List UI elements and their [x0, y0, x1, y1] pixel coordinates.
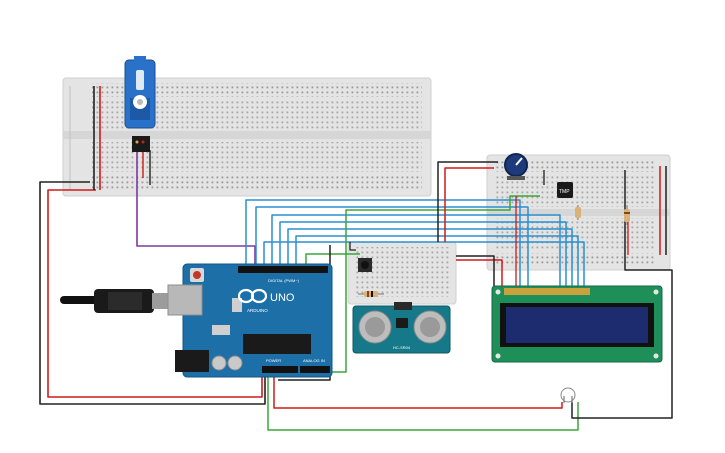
wires	[39, 86, 673, 431]
tilt-sensor[interactable]	[560, 387, 576, 403]
arduino-model-label: UNO	[270, 292, 295, 304]
usb-cable	[60, 289, 182, 313]
digital-header-label: DIGITAL (PWM~)	[268, 278, 300, 283]
arduino-logo	[237, 288, 268, 304]
ultrasonic-sensor[interactable]: HC-SR04	[352, 302, 451, 354]
left-breadboard[interactable]	[62, 77, 432, 197]
resistor-right-board	[624, 205, 630, 225]
analog-header-label: ANALOG IN	[303, 358, 325, 363]
temperature-sensor[interactable]: TMP	[557, 182, 573, 198]
potentiometer[interactable]	[504, 153, 528, 180]
resistor-small-board	[358, 291, 384, 297]
arduino-brand-label: ARDUINO	[247, 308, 268, 313]
resistor-top-right	[575, 205, 581, 220]
lcd-display[interactable]	[491, 285, 663, 363]
arduino-uno[interactable]: UNO ARDUINO DIGITAL (PWM~) POWER ANALOG …	[60, 263, 333, 378]
temperature-sensor-label: TMP	[559, 189, 570, 195]
servo-motor[interactable]	[124, 56, 156, 152]
push-button[interactable]	[358, 258, 372, 272]
small-breadboard[interactable]	[347, 241, 457, 305]
ultrasonic-sensor-label: HC-SR04	[393, 345, 411, 350]
power-header-label: POWER	[266, 358, 281, 363]
